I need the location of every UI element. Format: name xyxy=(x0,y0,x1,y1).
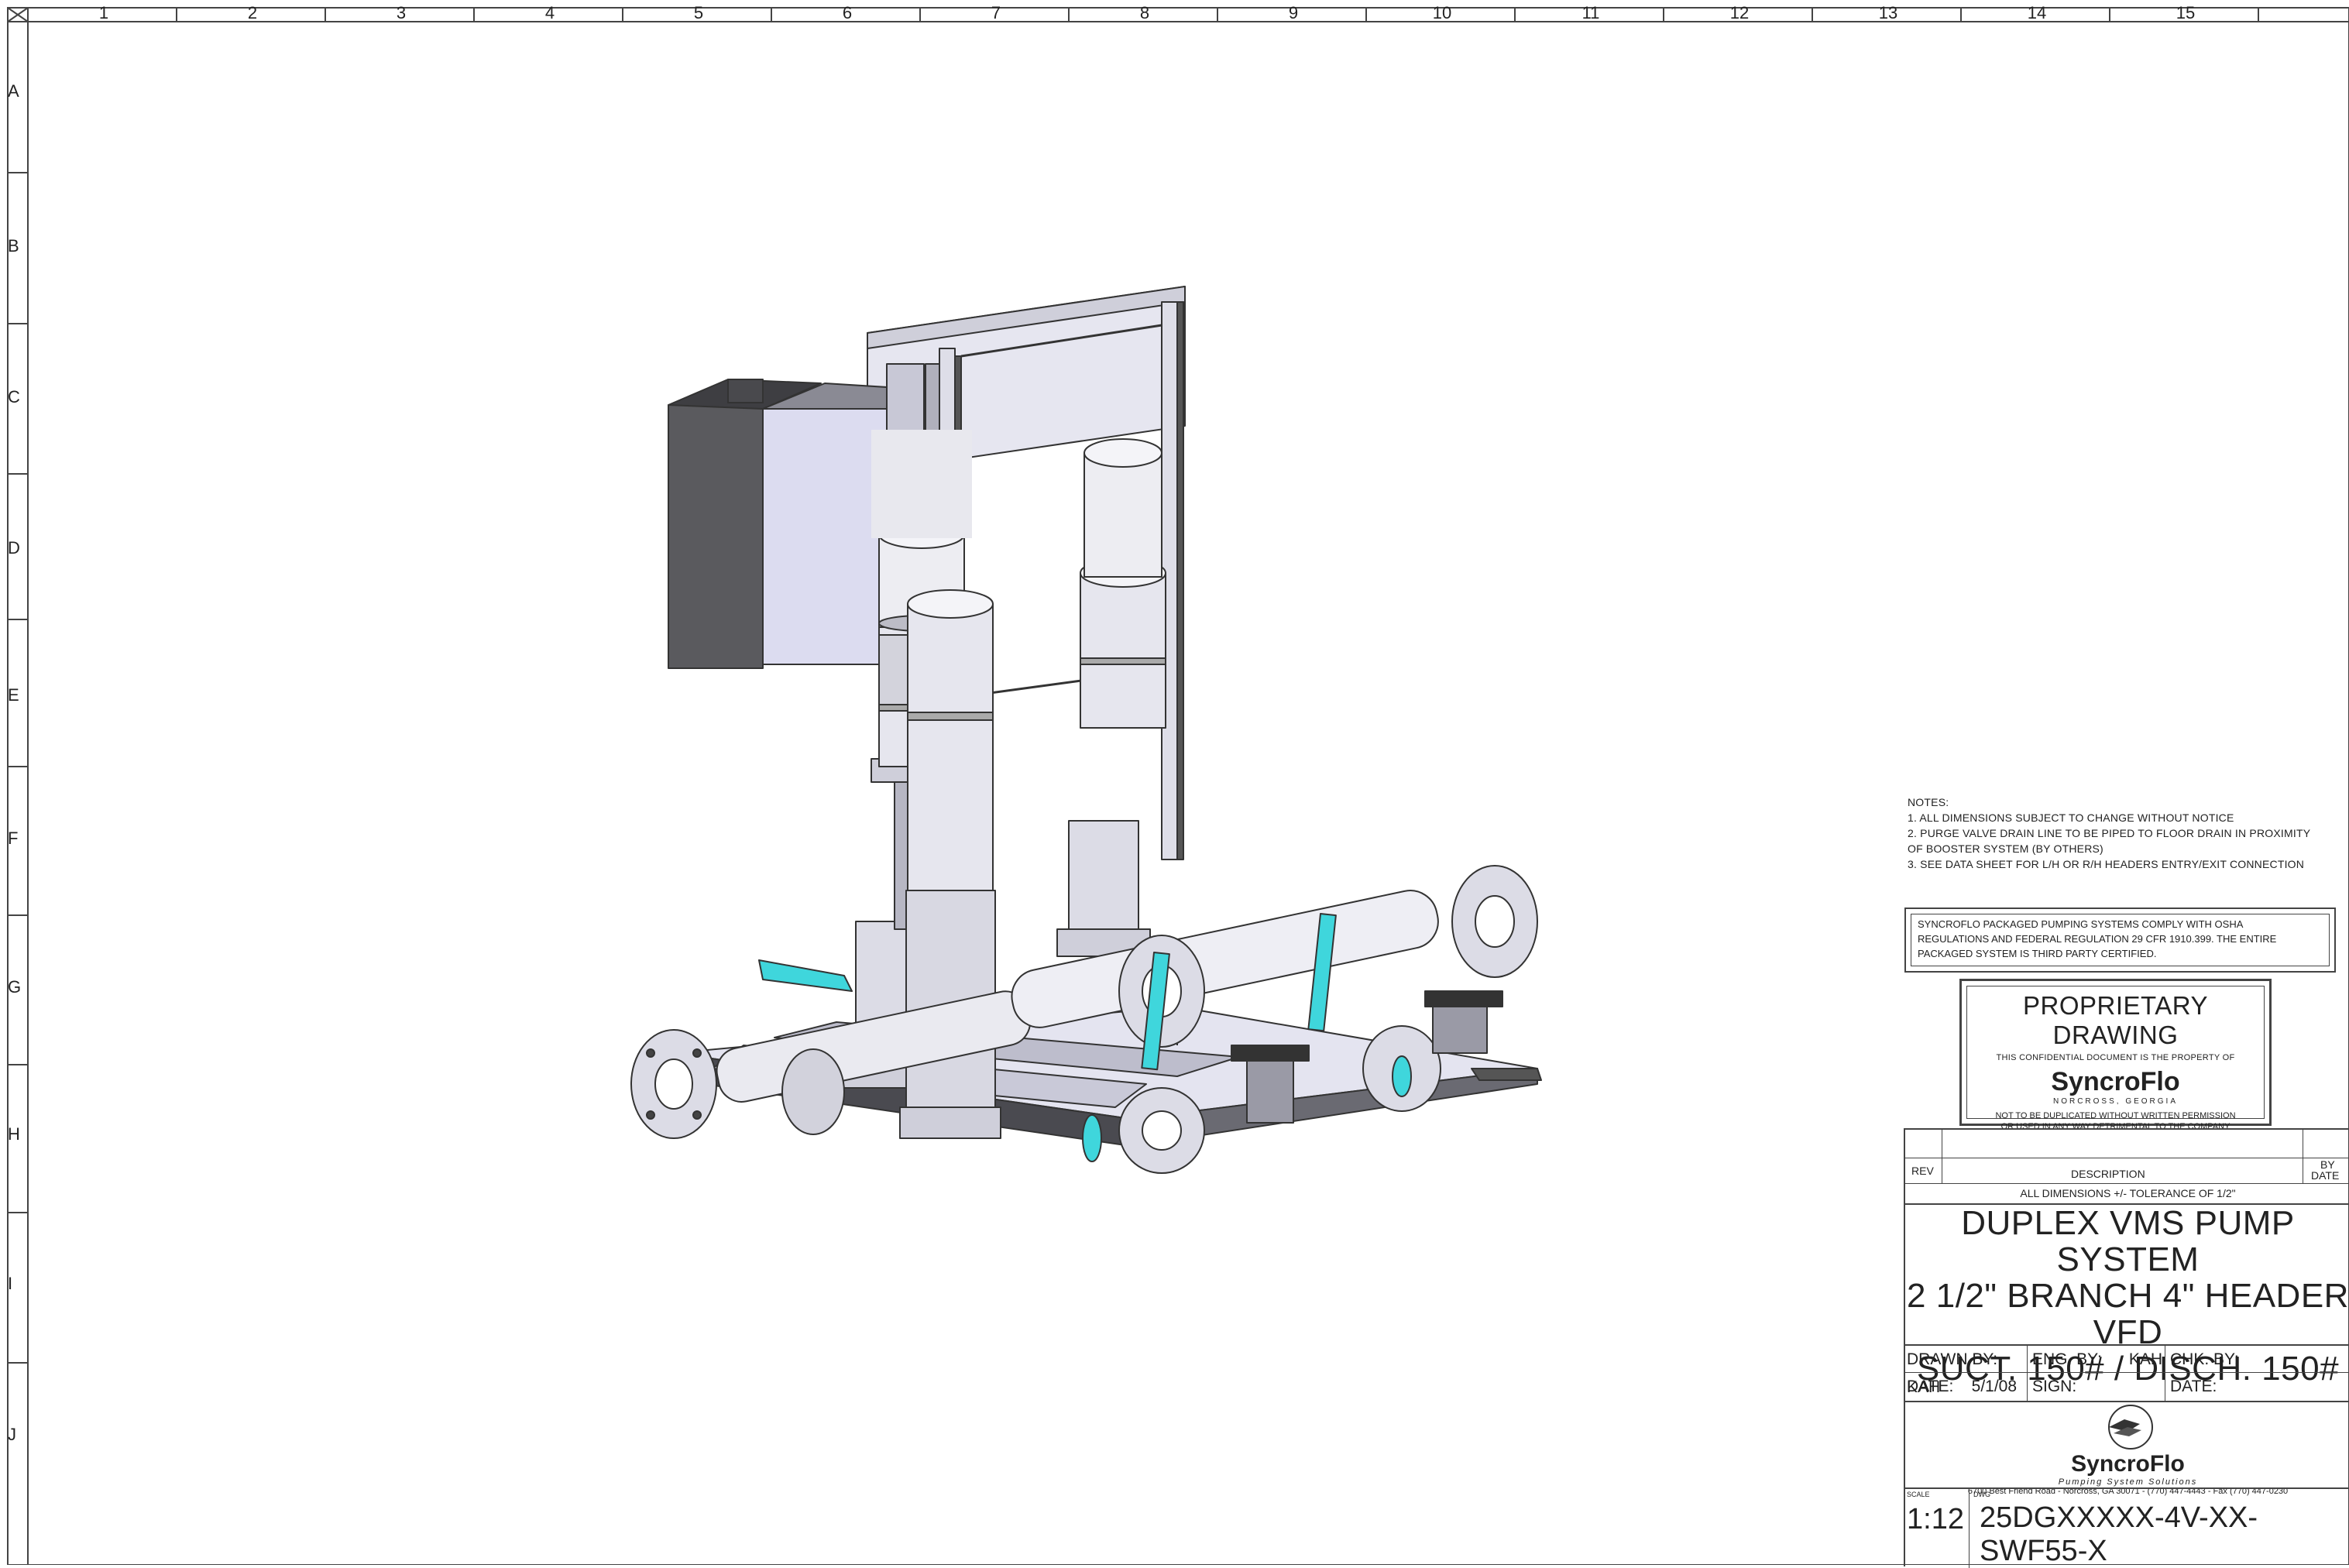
zone-col-8: 8 xyxy=(1139,3,1150,22)
zone-col-1: 1 xyxy=(98,3,109,22)
zone-row-f: F xyxy=(8,829,19,848)
proprietary-company-logo: SyncroFlo xyxy=(2051,1067,2180,1096)
zone-col-14: 14 xyxy=(2027,3,2047,22)
zone-row-c: C xyxy=(8,387,20,407)
compliance-line-2: REGULATIONS AND FEDERAL REGULATION 29 CF… xyxy=(1918,933,2277,945)
chk-by-cell: CHK. BY: xyxy=(2165,1346,2349,1374)
zone-col-7: 7 xyxy=(991,3,1001,22)
drawn-by-value: KAH xyxy=(1907,1378,1941,1396)
title-line-2: 2 1/2" BRANCH 4" HEADER xyxy=(1907,1277,2349,1315)
proprietary-location: NORCROSS, GEORGIA xyxy=(2052,1097,2178,1106)
proprietary-heading: PROPRIETARY DRAWING xyxy=(2023,991,2208,1049)
drawn-by-cell: DRAWN BY: KAH xyxy=(1907,1350,1998,1396)
zone-col-2: 2 xyxy=(247,3,258,22)
company-address: 6700 Best Friend Road - Norcross, GA 300… xyxy=(1967,1487,2289,1496)
date-row: DATE: 5/1/08 SIGN: DATE: xyxy=(1905,1372,2349,1401)
scale-label: SCALE xyxy=(1907,1491,1930,1498)
zone-col-9: 9 xyxy=(1288,3,1299,22)
syncroflo-logo-icon xyxy=(2107,1405,2153,1450)
valve-handles xyxy=(758,912,1412,1162)
zone-row-d: D xyxy=(8,538,20,558)
zone-row-a: A xyxy=(8,81,19,101)
eng-by-cell: ENG. BY: KAH xyxy=(2027,1346,2165,1374)
proprietary-footer-1: NOT TO BE DUPLICATED WITHOUT WRITTEN PER… xyxy=(1995,1111,2236,1120)
zone-col-3: 3 xyxy=(396,3,407,22)
zone-row-g: G xyxy=(8,977,22,997)
zone-row-j: J xyxy=(8,1425,16,1444)
zone-col-13: 13 xyxy=(1878,3,1898,22)
drawing-notes: NOTES: 1. ALL DIMENSIONS SUBJECT TO CHAN… xyxy=(1908,794,2341,872)
company-logo-text: SyncroFlo xyxy=(2071,1451,2185,1477)
zone-col-6: 6 xyxy=(842,3,853,22)
title-line-1: DUPLEX VMS PUMP SYSTEM xyxy=(1961,1204,2295,1278)
drawing-title: DUPLEX VMS PUMP SYSTEM 2 1/2" BRANCH 4" … xyxy=(1905,1205,2349,1387)
dwg-label: DWG xyxy=(1973,1491,1990,1498)
pump-system-isometric-view xyxy=(630,286,1542,1174)
company-logo-block: SyncroFlo Pumping System Solutions 6700 … xyxy=(1905,1401,2349,1496)
date-value: 5/1/08 xyxy=(1971,1378,2018,1395)
zone-col-10: 10 xyxy=(1432,3,1452,22)
date2-cell: DATE: xyxy=(2165,1373,2349,1401)
zone-col-5: 5 xyxy=(693,3,704,22)
compliance-line-1: SYNCROFLO PACKAGED PUMPING SYSTEMS COMPL… xyxy=(1918,918,2244,930)
by-label: BY xyxy=(2320,1158,2335,1171)
scale-dwg-row: SCALE 1:12 DWG 25DGXXXXX-4V-XX-SWF55-X xyxy=(1905,1487,2349,1568)
zone-col-12: 12 xyxy=(1729,3,1750,22)
pump-2 xyxy=(1056,438,1166,957)
spacer xyxy=(1905,1344,2349,1374)
zone-col-4: 4 xyxy=(544,3,555,22)
zone-row-b: B xyxy=(8,236,19,256)
zone-row-e: E xyxy=(8,685,19,705)
note-1: 1. ALL DIMENSIONS SUBJECT TO CHANGE WITH… xyxy=(1908,811,2234,824)
note-3: 3. SEE DATA SHEET FOR L/H OR R/H HEADERS… xyxy=(1908,858,2305,870)
dwg-number: 25DGXXXXX-4V-XX-SWF55-X xyxy=(1980,1501,2258,1567)
company-tagline: Pumping System Solutions xyxy=(2058,1477,2198,1487)
eng-by-value: KAH xyxy=(2128,1350,2163,1368)
date-header-label: DATE xyxy=(2311,1169,2340,1182)
proprietary-stamp: PROPRIETARY DRAWING THIS CONFIDENTIAL DO… xyxy=(1959,979,2272,1131)
sign-cell: SIGN: xyxy=(2027,1373,2165,1401)
date-cell: DATE: 5/1/08 xyxy=(1907,1378,2018,1395)
compliance-box: SYNCROFLO PACKAGED PUMPING SYSTEMS COMPL… xyxy=(1904,908,2336,973)
proprietary-subheading: THIS CONFIDENTIAL DOCUMENT IS THE PROPER… xyxy=(1996,1053,2235,1062)
zone-col-11: 11 xyxy=(1581,3,1600,22)
rev-label: REV xyxy=(1911,1165,1934,1177)
notes-heading: NOTES: xyxy=(1908,796,1949,808)
title-block: REV DESCRIPTION BY DATE ALL DIMENSIONS +… xyxy=(1904,1128,2349,1568)
description-label: DESCRIPTION xyxy=(2071,1168,2145,1180)
tolerance-note: ALL DIMENSIONS +/- TOLERANCE OF 1/2" xyxy=(1905,1183,2349,1205)
zone-row-i: I xyxy=(8,1274,13,1293)
title-line-4: SUCT. 150# / DISCH. 150# xyxy=(1916,1350,2340,1388)
pump-1-motor xyxy=(899,589,1001,1139)
revision-header-row: REV DESCRIPTION BY DATE xyxy=(1905,1158,2349,1184)
suction-header xyxy=(630,990,1032,1139)
isolation-valves xyxy=(1118,990,1503,1174)
zone-col-15: 15 xyxy=(2176,3,2196,22)
scale-value: 1:12 xyxy=(1907,1503,1964,1535)
zone-row-h: H xyxy=(8,1124,20,1144)
note-2: 2. PURGE VALVE DRAIN LINE TO BE PIPED TO… xyxy=(1908,827,2311,839)
note-2-cont: OF BOOSTER SYSTEM (BY OTHERS) xyxy=(1908,842,2103,855)
compliance-line-3: PACKAGED SYSTEM IS THIRD PARTY CERTIFIED… xyxy=(1918,948,2157,959)
